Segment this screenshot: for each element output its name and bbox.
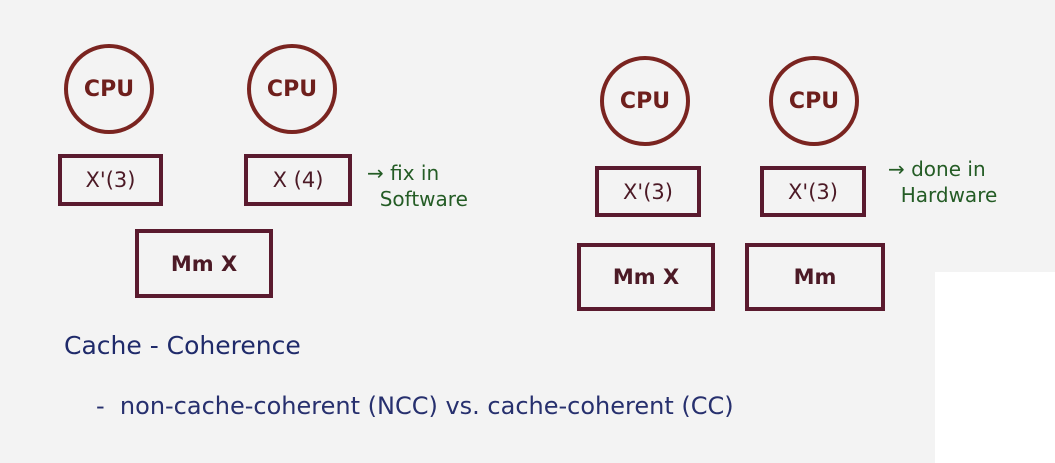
cpu-right-1: CPU [600,56,690,146]
cpu-label: CPU [83,76,135,102]
blank-region [935,272,1055,463]
memory-left: Mm X [135,229,273,298]
cache-right-2: X'(3) [760,166,866,217]
cpu-left-1: CPU [64,44,154,134]
cpu-right-2: CPU [769,56,859,146]
memory-label: Mm [793,265,837,289]
note-done-in-hardware: → done in Hardware [888,157,998,207]
cache-left-1: X'(3) [58,154,163,206]
cache-right-1: X'(3) [595,166,701,217]
cpu-label: CPU [788,88,840,114]
bullet-ncc-vs-cc: - non-cache-coherent (NCC) vs. cache-coh… [96,392,734,420]
cache-value: X'(3) [85,168,136,192]
cpu-label: CPU [619,88,671,114]
cache-left-2: X (4) [244,154,352,206]
memory-label: Mm X [170,251,238,276]
memory-right-2: Mm [745,243,885,311]
cpu-left-2: CPU [247,44,337,134]
heading-cache-coherence: Cache - Coherence [64,331,301,360]
cache-value: X'(3) [623,179,673,204]
note-fix-in-software: → fix in Software [367,161,468,211]
memory-right-1: Mm X [577,243,715,311]
cache-value: X (4) [272,168,324,192]
memory-label: Mm X [612,265,680,289]
cpu-label: CPU [266,76,318,102]
cache-value: X'(3) [788,179,838,204]
